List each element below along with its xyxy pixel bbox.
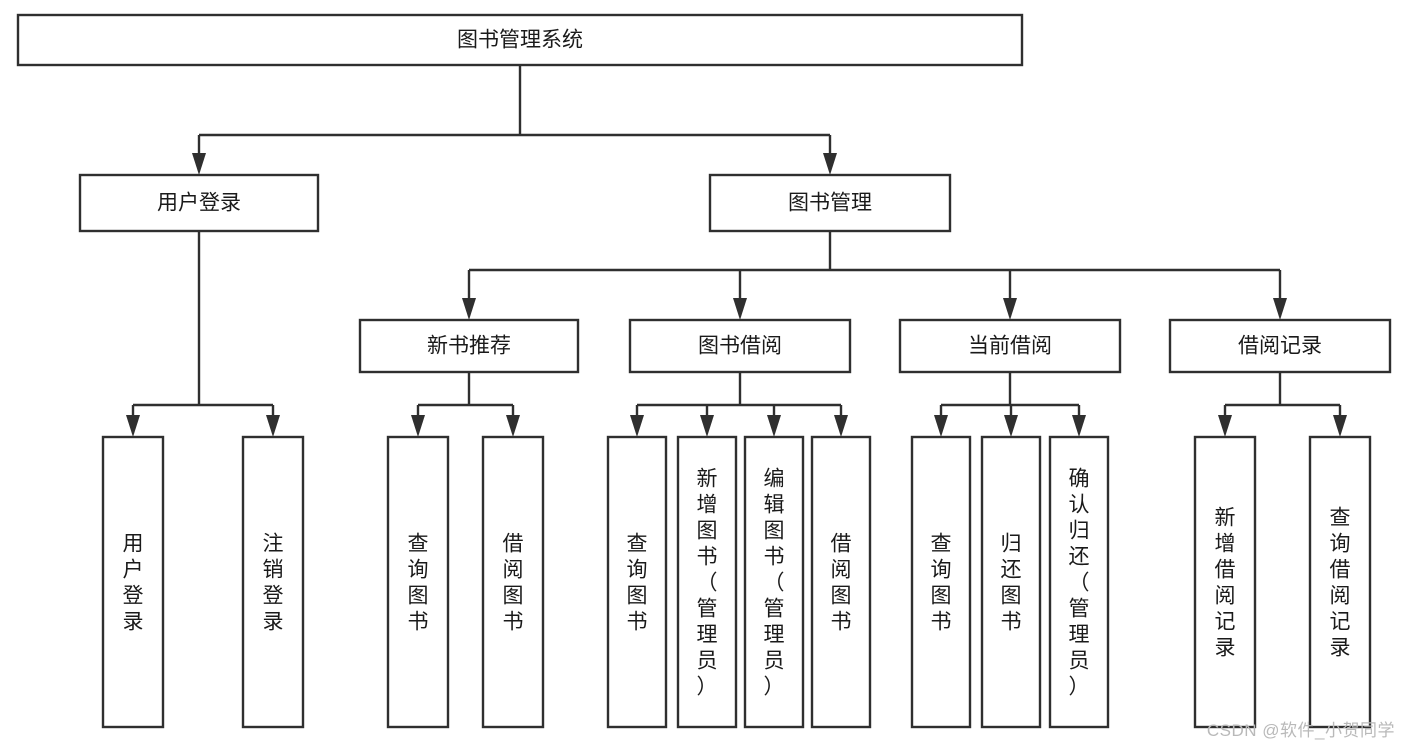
node-query-book-1[interactable]: 查询图书 xyxy=(386,435,450,729)
node-label-query-book-1: 查询图书 xyxy=(408,532,429,633)
node-label-query-borrow-record: 查询借阅记录 xyxy=(1330,506,1351,659)
node-label-return-book: 归还图书 xyxy=(1001,532,1022,633)
arrow-head-icon-edit-book-admin xyxy=(767,415,781,437)
arrow-head-icon-query-borrow-record xyxy=(1333,415,1347,437)
arrow-head-icon-book-management xyxy=(823,153,837,175)
node-borrow-book-2[interactable]: 借阅图书 xyxy=(810,435,872,729)
node-box-user-logout-leaf[interactable] xyxy=(241,435,305,729)
node-label-new-book-recommend: 新书推荐 xyxy=(427,335,511,358)
node-box-user-login-leaf[interactable] xyxy=(101,435,165,729)
node-edit-book-admin[interactable]: 编辑图书（管理员） xyxy=(743,435,805,729)
arrow-head-icon-add-book-admin xyxy=(700,415,714,437)
node-box-root[interactable] xyxy=(16,13,1024,67)
node-label-borrow-book-1: 借阅图书 xyxy=(503,532,524,633)
node-user-login[interactable]: 用户登录 xyxy=(78,173,320,233)
node-user-login-leaf[interactable]: 用户登录 xyxy=(101,435,165,729)
node-user-logout-leaf[interactable]: 注销登录 xyxy=(241,435,305,729)
arrow-head-icon-borrow-record xyxy=(1273,298,1287,320)
node-label-confirm-return-admin: 确认归还（管理员） xyxy=(1069,467,1090,698)
node-box-query-book-2[interactable] xyxy=(606,435,668,729)
node-box-add-borrow-record[interactable] xyxy=(1193,435,1257,729)
node-box-borrow-record[interactable] xyxy=(1168,318,1392,374)
node-box-add-book-admin[interactable] xyxy=(676,435,738,729)
node-label-user-logout-leaf: 注销登录 xyxy=(263,532,284,633)
node-borrow-record[interactable]: 借阅记录 xyxy=(1168,318,1392,374)
node-box-user-login[interactable] xyxy=(78,173,320,233)
node-label-borrow-book-2: 借阅图书 xyxy=(831,532,852,633)
node-label-add-borrow-record: 新增借阅记录 xyxy=(1215,506,1236,659)
node-box-new-book-recommend[interactable] xyxy=(358,318,580,374)
node-label-add-book-admin: 新增图书（管理员） xyxy=(697,467,718,698)
node-label-user-login: 用户登录 xyxy=(157,192,241,215)
node-book-borrow[interactable]: 图书借阅 xyxy=(628,318,852,374)
arrow-head-icon-add-borrow-record xyxy=(1218,415,1232,437)
node-box-borrow-book-1[interactable] xyxy=(481,435,545,729)
node-box-current-borrow[interactable] xyxy=(898,318,1122,374)
node-add-book-admin[interactable]: 新增图书（管理员） xyxy=(676,435,738,729)
arrow-head-icon-confirm-return-admin xyxy=(1072,415,1086,437)
node-box-book-management[interactable] xyxy=(708,173,952,233)
arrow-head-icon-book-borrow xyxy=(733,298,747,320)
node-box-borrow-book-2[interactable] xyxy=(810,435,872,729)
arrow-head-icon-return-book xyxy=(1004,415,1018,437)
arrow-head-icon-query-book-1 xyxy=(411,415,425,437)
node-borrow-book-1[interactable]: 借阅图书 xyxy=(481,435,545,729)
node-query-borrow-record[interactable]: 查询借阅记录 xyxy=(1308,435,1372,729)
node-book-management[interactable]: 图书管理 xyxy=(708,173,952,233)
node-query-book-3[interactable]: 查询图书 xyxy=(910,435,972,729)
node-box-return-book[interactable] xyxy=(980,435,1042,729)
node-label-current-borrow: 当前借阅 xyxy=(968,335,1052,358)
node-label-user-login-leaf: 用户登录 xyxy=(123,532,144,633)
node-query-book-2[interactable]: 查询图书 xyxy=(606,435,668,729)
node-box-query-book-1[interactable] xyxy=(386,435,450,729)
node-label-book-management: 图书管理 xyxy=(788,192,872,215)
node-add-borrow-record[interactable]: 新增借阅记录 xyxy=(1193,435,1257,729)
watermark-label: CSDN @软件_小贺同学 xyxy=(1206,721,1395,740)
node-label-borrow-record: 借阅记录 xyxy=(1238,335,1322,358)
node-current-borrow[interactable]: 当前借阅 xyxy=(898,318,1122,374)
node-new-book-recommend[interactable]: 新书推荐 xyxy=(358,318,580,374)
arrow-head-icon-user-logout-leaf xyxy=(266,415,280,437)
node-box-book-borrow[interactable] xyxy=(628,318,852,374)
node-confirm-return-admin[interactable]: 确认归还（管理员） xyxy=(1048,435,1110,729)
node-root[interactable]: 图书管理系统 xyxy=(16,13,1024,67)
arrow-head-icon-user-login xyxy=(192,153,206,175)
arrow-head-icon-query-book-3 xyxy=(934,415,948,437)
arrow-head-icon-user-login-leaf xyxy=(126,415,140,437)
node-label-root: 图书管理系统 xyxy=(457,29,583,52)
arrow-head-icon-borrow-book-1 xyxy=(506,415,520,437)
arrow-head-icon-new-book-recommend xyxy=(462,298,476,320)
arrow-head-icon-query-book-2 xyxy=(630,415,644,437)
node-box-query-book-3[interactable] xyxy=(910,435,972,729)
node-label-query-book-3: 查询图书 xyxy=(931,532,952,633)
node-box-edit-book-admin[interactable] xyxy=(743,435,805,729)
node-label-query-book-2: 查询图书 xyxy=(627,532,648,633)
node-box-query-borrow-record[interactable] xyxy=(1308,435,1372,729)
arrow-head-icon-current-borrow xyxy=(1003,298,1017,320)
node-label-book-borrow: 图书借阅 xyxy=(698,335,782,358)
node-box-confirm-return-admin[interactable] xyxy=(1048,435,1110,729)
arrow-head-icon-borrow-book-2 xyxy=(834,415,848,437)
node-return-book[interactable]: 归还图书 xyxy=(980,435,1042,729)
node-label-edit-book-admin: 编辑图书（管理员） xyxy=(764,467,785,698)
